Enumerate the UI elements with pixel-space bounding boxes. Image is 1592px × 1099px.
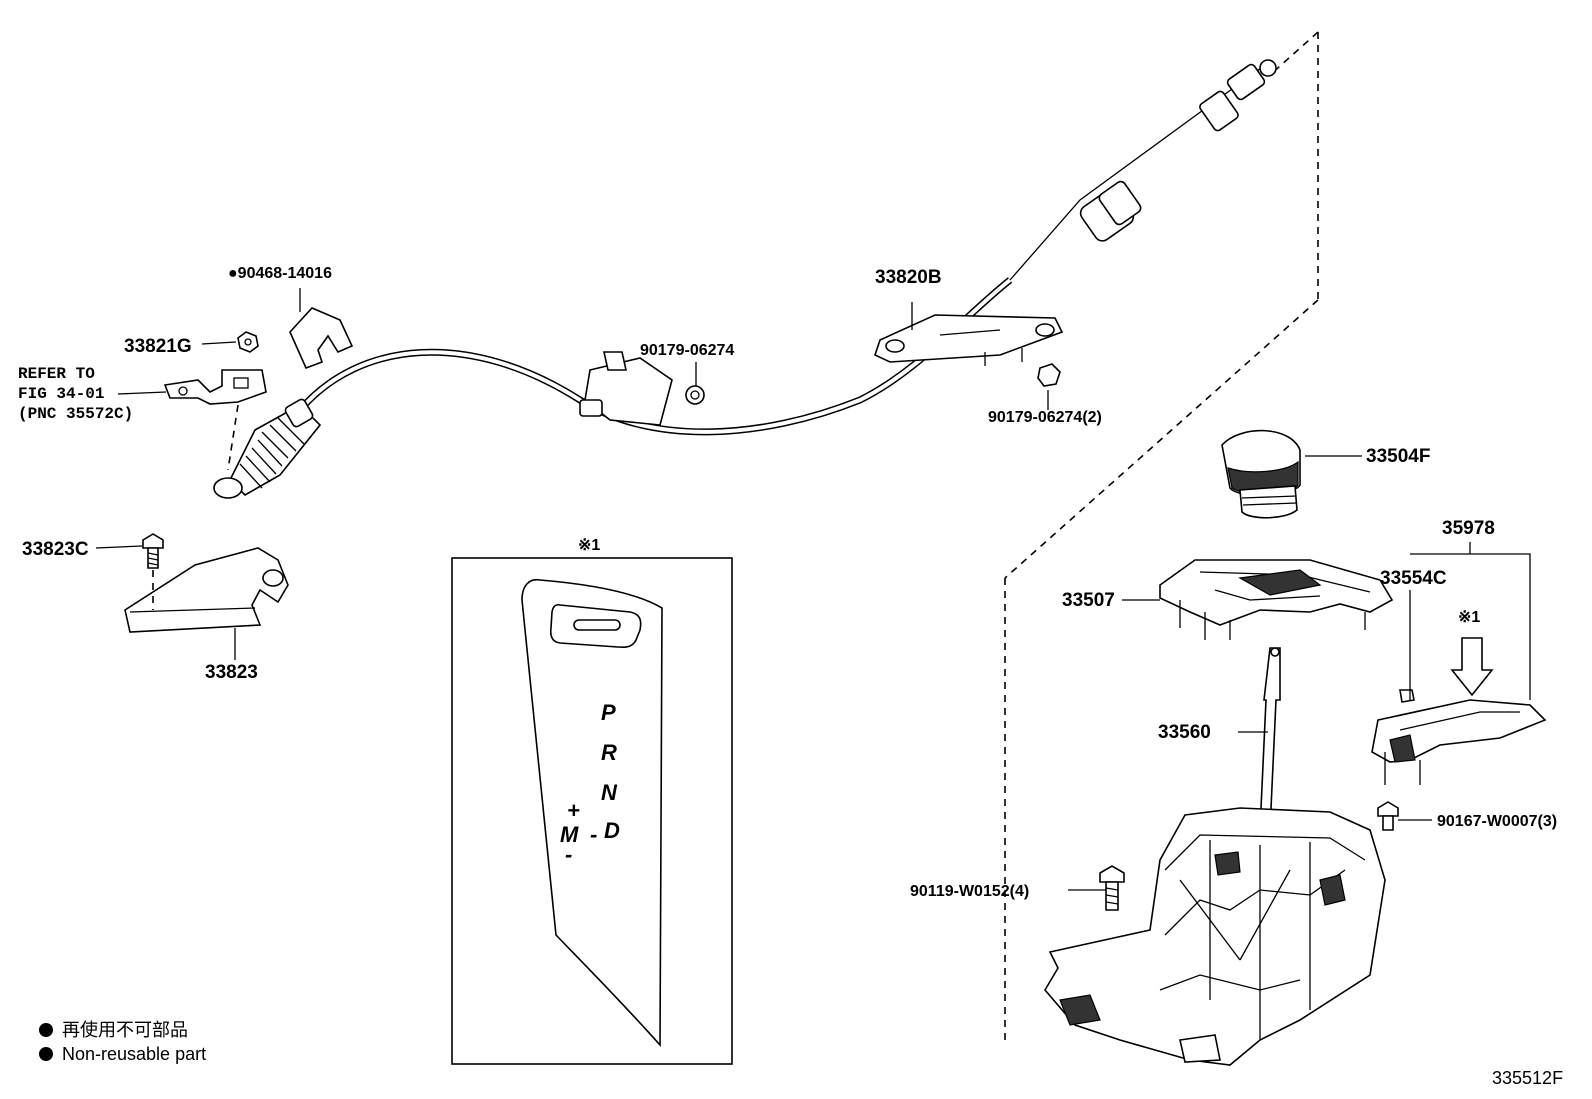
callout-33504f: 33504F — [1366, 446, 1430, 467]
shift-lever-33560 — [1259, 647, 1281, 831]
leader-lines — [95, 288, 1531, 891]
cable-bracket-33820b — [874, 314, 1064, 387]
legend-jp: 再使用不可部品 — [62, 1020, 188, 1040]
refer-to-line2: FIG 34-01 — [18, 385, 104, 403]
callout-90167-w0007: 90167-W0007(3) — [1437, 813, 1557, 830]
callout-33823: 33823 — [205, 662, 258, 683]
gate-button — [573, 619, 621, 631]
callout-33821g: 33821G — [124, 336, 192, 357]
shift-knob-33504f — [1221, 429, 1301, 519]
gear-r: R — [601, 740, 617, 765]
bullet-icon — [39, 1023, 53, 1037]
refer-to-line3: (PNC 35572C) — [18, 405, 133, 423]
gear-m: M — [560, 822, 579, 847]
bracket-35572c — [163, 369, 267, 405]
star-note-inset: ※1 — [578, 537, 600, 554]
star-note-arrow: ※1 — [1458, 609, 1480, 626]
legend: 再使用不可部品 Non-reusable part — [39, 1020, 206, 1064]
nut-33821g — [237, 331, 259, 353]
callout-33820b: 33820B — [875, 267, 942, 288]
gear-p: P — [601, 700, 616, 725]
callout-90119-w0152: 90119-W0152(4) — [910, 883, 1029, 900]
legend-en: Non-reusable part — [62, 1044, 206, 1064]
shifter-base-housing — [1044, 807, 1386, 1066]
indicator-35978 — [1371, 637, 1547, 831]
gear-minus: - — [565, 842, 572, 867]
cable-bracket-mid — [579, 351, 705, 426]
refer-to-line1: REFER TO — [18, 365, 95, 383]
callout-90179-06274-2: 90179-06274(2) — [988, 409, 1102, 426]
callout-90179-06274: 90179-06274 — [640, 342, 734, 359]
clip-90468 — [289, 307, 354, 370]
shift-cable — [213, 59, 1277, 499]
assembly-boundary — [1004, 31, 1319, 1040]
callout-90468: ●90468-14016 — [228, 265, 332, 282]
gear-dash: - — [590, 822, 597, 847]
gear-plus: + — [567, 798, 580, 823]
callout-labels: ●90468-14016 33821G REFER TO FIG 34-01 (… — [18, 265, 1557, 900]
callout-35978: 35978 — [1442, 518, 1495, 539]
gear-n: N — [601, 780, 618, 805]
bullet-icon — [39, 1047, 53, 1061]
figure-id: 335512F — [1492, 1068, 1563, 1088]
gear-d: D — [604, 818, 620, 843]
shift-cover-33507 — [1159, 559, 1394, 640]
guide-line-bracket — [227, 404, 239, 471]
callout-33507: 33507 — [1062, 590, 1115, 611]
callout-33560: 33560 — [1158, 722, 1211, 743]
callout-33823c: 33823C — [22, 539, 89, 560]
callout-33554c: 33554C — [1380, 568, 1447, 589]
gate-plate — [521, 578, 663, 1048]
shift-gate-inset: ※1 P R N D + M - - — [451, 537, 733, 1065]
bracket-33823 — [124, 533, 289, 633]
